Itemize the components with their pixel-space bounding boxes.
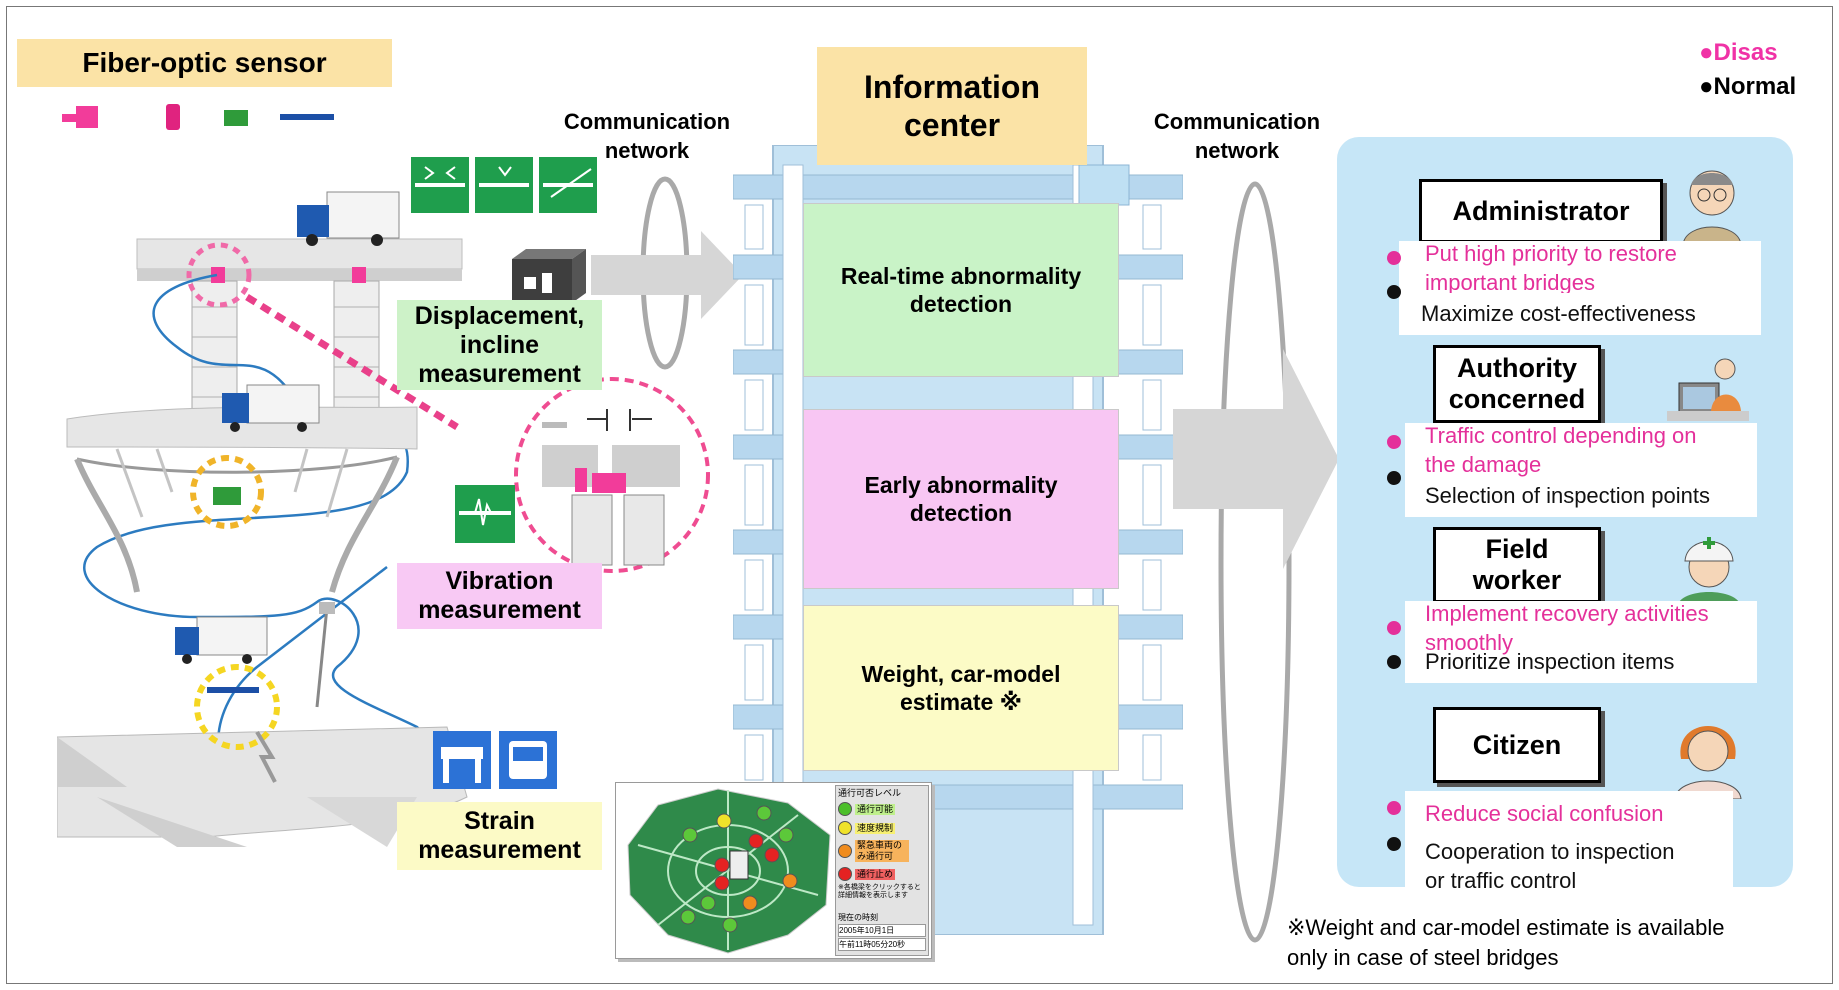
level-emergency-dot: [838, 844, 852, 858]
current-time: 午前11時05分20秒: [838, 938, 926, 951]
strain-signal-icons: [433, 731, 557, 789]
bridge-illustrations: [57, 191, 470, 847]
traffic-legend-title: 通行可否レベル: [838, 788, 902, 798]
field-worker-normal-text: Prioritize inspection items: [1425, 649, 1675, 674]
information-center-title: Information center: [817, 47, 1087, 165]
traffic-level-closed: 通行止め: [838, 867, 926, 881]
traffic-legend: 通行可否レベル 通行可能 速度規制 緊急車両のみ通行可 通行止め ※各橋梁をクリ…: [835, 785, 929, 956]
sensor-title: Fiber-optic sensor: [17, 39, 392, 87]
administrator-normal-text: Maximize cost-effectiveness: [1421, 301, 1696, 326]
legend-normal: ●Normal: [1699, 73, 1797, 100]
authority-workstation-icon: [1667, 358, 1749, 421]
vibration-sensor-icon: [224, 110, 248, 126]
diagram-canvas: ●Disas ●Normal Fiber-optic sensor: [6, 6, 1833, 984]
level-speed-dot: [838, 821, 852, 835]
level-speed-label: 速度規制: [855, 822, 896, 834]
weight-estimate-box: Weight, car-model estimate ※: [803, 605, 1119, 771]
incline-sensor-icon: [166, 104, 180, 130]
citizen-disaster-bullet: [1387, 801, 1401, 815]
comm-network-left-label: Communication network: [563, 109, 731, 163]
level-closed-label: 通行止め: [855, 868, 896, 880]
citizen-disaster-text: Reduce social confusion: [1425, 801, 1664, 826]
traffic-level-open: 通行可能: [838, 802, 926, 816]
citizen-avatar-icon: [1674, 726, 1742, 799]
field-worker-disaster-text: Implement recovery activities smoothly: [1425, 601, 1709, 655]
administrator-panel: [1399, 241, 1761, 335]
role-administrator: Administrator: [1419, 179, 1663, 243]
current-time-title: 現在の時刻: [838, 913, 878, 922]
strain-sensor-icon: [280, 114, 334, 120]
current-date: 2005年10月1日: [838, 924, 926, 937]
displacement-sensor-icon-body: [76, 106, 98, 128]
administrator-disaster-bullet: [1387, 251, 1401, 265]
authority-disaster-text: Traffic control depending on the damage: [1425, 423, 1697, 477]
strain-measurement-label: Strain measurement: [397, 802, 602, 870]
authority-normal-bullet: [1387, 471, 1401, 485]
authority-panel: [1405, 423, 1757, 517]
traffic-legend-note: ※各橋梁をクリックすると詳細情報を表示します: [838, 884, 921, 899]
administrator-normal-bullet: [1387, 285, 1401, 299]
level-open-label: 通行可能: [855, 803, 896, 815]
citizen-panel: [1405, 791, 1733, 887]
administrator-avatar-icon: [1682, 170, 1742, 245]
arch-bridge-illustration: [66, 384, 418, 593]
displacement-signal-icons: [411, 157, 597, 213]
authority-disaster-bullet: [1387, 435, 1401, 449]
role-citizen: Citizen: [1433, 707, 1601, 783]
role-authority-concerned: Authority concerned: [1433, 345, 1601, 423]
comm-network-right-ring: [1218, 181, 1292, 943]
displacement-detail-zoom: [514, 377, 710, 573]
citizen-normal-text: Cooperation to inspection or traffic con…: [1425, 839, 1675, 893]
level-closed-dot: [838, 867, 852, 881]
traffic-level-emergency: 緊急車両のみ通行可: [838, 840, 926, 862]
realtime-detection-box: Real-time abnormality detection: [803, 203, 1119, 377]
traffic-map: [627, 788, 831, 954]
comm-network-right-label: Communication network: [1153, 109, 1321, 163]
field-worker-helmet-icon: [1677, 537, 1741, 607]
level-emergency-label: 緊急車両のみ通行可: [855, 840, 909, 862]
data-flow-arrow-right: [1173, 349, 1339, 569]
data-flow-arrow-left: [591, 231, 743, 319]
early-detection-box: Early abnormality detection: [803, 409, 1119, 589]
field-worker-panel: [1405, 601, 1757, 683]
level-open-dot: [838, 802, 852, 816]
data-logger-icon: [512, 249, 586, 303]
displacement-sensor-icon: [62, 114, 80, 122]
field-worker-normal-bullet: [1387, 655, 1401, 669]
traffic-level-speed: 速度規制: [838, 821, 926, 835]
sensor-type-icons: [62, 104, 334, 130]
authority-normal-text: Selection of inspection points: [1425, 483, 1710, 508]
role-field-worker: Field worker: [1433, 527, 1601, 603]
traffic-map-panel: 通行可否レベル 通行可能 速度規制 緊急車両のみ通行可 通行止め ※各橋梁をクリ…: [615, 782, 932, 959]
administrator-disaster-text: Put high priority to restore important b…: [1425, 241, 1677, 293]
footnote: ※Weight and car-model estimate is availa…: [1287, 915, 1725, 970]
field-worker-disaster-bullet: [1387, 621, 1401, 635]
citizen-normal-bullet: [1387, 837, 1401, 851]
vibration-measurement-label: Vibration measurement: [397, 563, 602, 629]
girder-bridge-illustration: [57, 602, 468, 847]
vibration-signal-icon: [455, 485, 515, 543]
legend-disaster: ●Disas: [1699, 39, 1778, 66]
displacement-measurement-label: Displacement, incline measurement: [397, 300, 602, 390]
